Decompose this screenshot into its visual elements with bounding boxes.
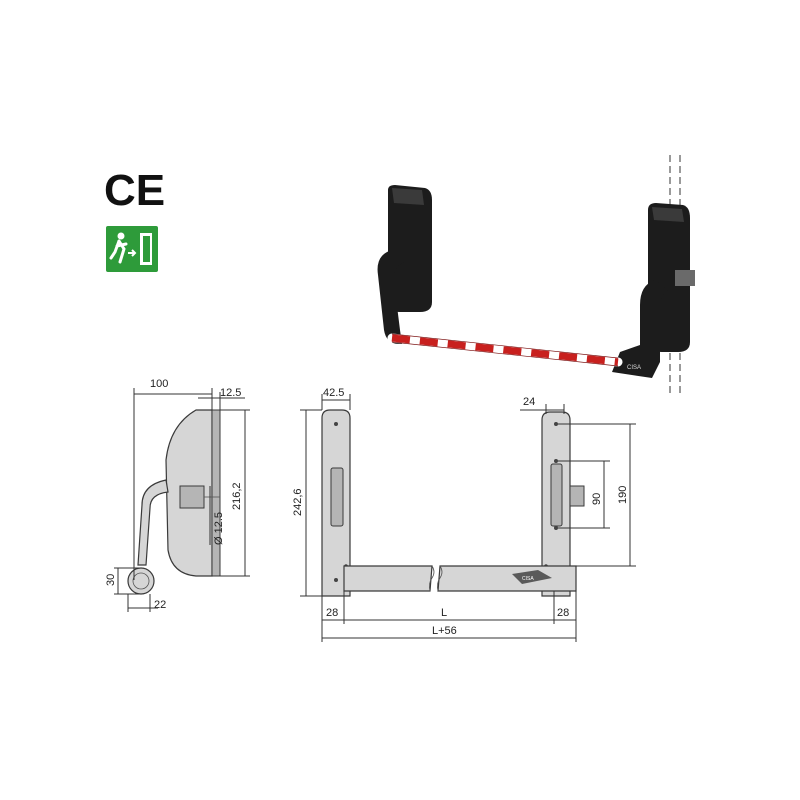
side-mount-plate <box>211 409 221 577</box>
dim-front-left-width: 42.5 <box>323 387 344 399</box>
front-right-latch <box>569 485 585 507</box>
front-bar-right <box>437 565 577 592</box>
brand-logo-bar: CISA <box>522 576 534 582</box>
dim-front-height: 242,6 <box>292 488 304 516</box>
dim-front-right-width: 24 <box>523 396 535 408</box>
dim-front-bar-length: L <box>441 607 447 619</box>
front-right-slot <box>550 463 563 527</box>
side-handle <box>137 479 169 566</box>
brand-logo-small: CISA <box>627 365 641 371</box>
front-bar-left <box>343 565 433 592</box>
right-lock-unit: CISA <box>612 203 695 378</box>
front-view-drawing: CISA 42.5 242,6 24 90 190 28 L 2 <box>292 387 636 642</box>
emergency-exit-icon <box>106 226 158 272</box>
dim-handle-width: 22 <box>154 599 166 611</box>
left-lock-unit <box>377 185 432 344</box>
side-cylinder <box>179 485 205 509</box>
dim-side-height: 216,2 <box>231 482 243 510</box>
side-view-drawing: 100 12.5 216,2 Ø 12.5 30 22 <box>105 378 250 612</box>
dim-front-left-foot: 28 <box>326 607 338 619</box>
dim-front-right-height: 190 <box>617 486 629 504</box>
dim-front-total: L+56 <box>432 625 457 637</box>
panic-bar-render: CISA <box>377 155 695 395</box>
dim-side-diameter: Ø 12.5 <box>213 512 225 545</box>
front-left-slot <box>330 467 344 527</box>
push-bar <box>387 333 623 367</box>
dim-front-right-foot: 28 <box>557 607 569 619</box>
front-bar-logo-plate <box>512 570 552 584</box>
ce-mark: CE <box>104 166 165 215</box>
dim-side-width: 100 <box>150 378 168 390</box>
dim-front-spacing: 90 <box>591 493 603 505</box>
dim-handle-height: 30 <box>105 574 117 586</box>
dim-side-offset: 12.5 <box>220 387 241 399</box>
side-handle-roller <box>127 567 155 595</box>
